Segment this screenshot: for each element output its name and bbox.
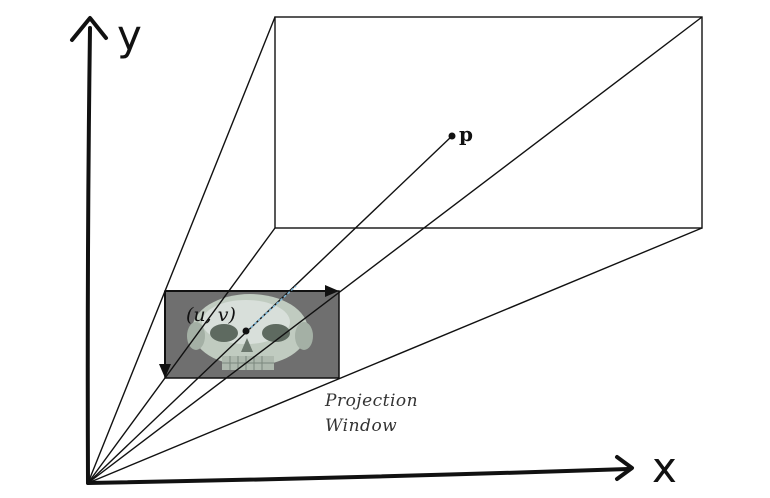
projected-point	[242, 327, 250, 335]
point-p	[448, 132, 456, 140]
y-axis-label: y	[117, 11, 142, 60]
point-p-label: p	[459, 122, 473, 146]
y-axis	[70, 16, 108, 485]
projected-point-label: (u, v)	[186, 304, 236, 326]
frustum-edges	[87, 16, 703, 484]
far-plane	[274, 16, 703, 229]
window-v-arrow	[159, 291, 171, 378]
x-axis	[86, 455, 634, 485]
window-u-arrow	[165, 285, 339, 297]
window-label-line2: Window	[325, 416, 397, 436]
skull-image	[187, 294, 313, 370]
ray-highlight	[246, 285, 297, 332]
window-label-line1: Projection	[324, 391, 418, 411]
x-axis-label: x	[652, 443, 677, 492]
